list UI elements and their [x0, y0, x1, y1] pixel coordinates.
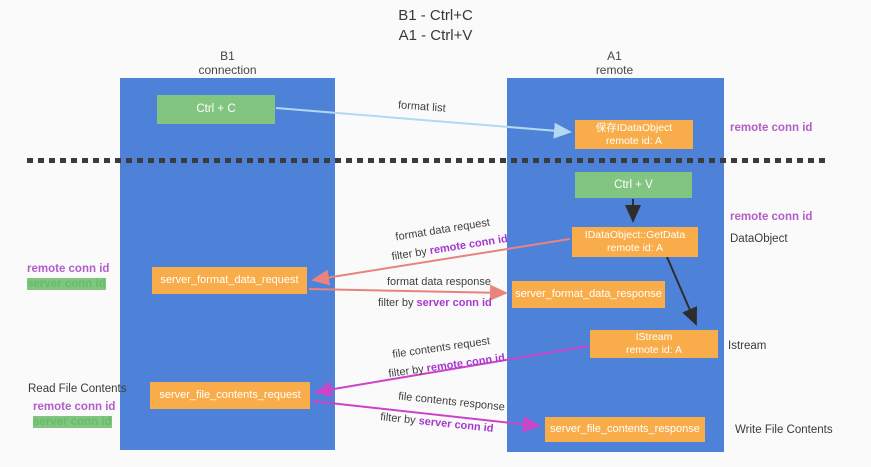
save-idataobject-line1: 保存IDataObject: [595, 121, 673, 134]
getdata-line2: remote id: A: [606, 242, 664, 254]
read-file-contents-label: Read File Contents: [28, 383, 127, 395]
remote-conn-id-highlight: remote conn id: [428, 232, 509, 258]
page-title-line2: A1 - Ctrl+V: [398, 27, 473, 44]
getdata-box: IDataObject::GetData remote id: A: [572, 227, 698, 257]
page-title-line1: B1 - Ctrl+C: [398, 7, 473, 24]
filter-by-server-conn-id-label-1: filter by server conn id: [378, 297, 492, 309]
lane-b1-role: connection: [198, 63, 257, 77]
format-list-label: format list: [397, 99, 447, 115]
filter-by-text: filter by: [379, 411, 417, 427]
server-format-data-request-box: server_format_data_request: [152, 267, 307, 294]
lane-b1-name: B1: [220, 49, 235, 63]
remote-conn-id-label-left-bottom: remote conn id: [33, 401, 116, 413]
istream-side-label: Istream: [728, 340, 767, 352]
filter-by-server-conn-id-label-2: filter by server conn id: [380, 411, 494, 435]
server-file-contents-response-box: server_file_contents_response: [545, 417, 705, 442]
remote-conn-id-label-right-top: remote conn id: [730, 122, 813, 134]
lane-a1-role: remote: [595, 63, 634, 77]
file-contents-response-label: file contents response: [397, 390, 506, 414]
ctrl-c-label: Ctrl + C: [196, 103, 236, 115]
server-file-contents-request-label: server_file_contents_request: [159, 389, 301, 401]
istream-line2: remote id: A: [625, 344, 683, 356]
remote-conn-id-label-right-mid: remote conn id: [730, 211, 813, 223]
ctrl-c-box: Ctrl + C: [157, 95, 275, 124]
remote-conn-id-label-left-top: remote conn id: [27, 263, 110, 275]
ctrl-v-label: Ctrl + V: [614, 178, 653, 191]
istream-box: IStream remote id: A: [590, 330, 718, 358]
getdata-line1: IDataObject::GetData: [584, 229, 686, 241]
remote-conn-id-highlight: remote conn id: [425, 351, 506, 375]
server-file-contents-request-box: server_file_contents_request: [150, 382, 310, 409]
save-idataobject-line2: remote id: A: [605, 134, 663, 147]
filter-by-text: filter by: [390, 245, 428, 264]
format-data-response-label: format data response: [387, 276, 491, 288]
server-format-data-response-box: server_format_data_response: [512, 281, 665, 308]
ctrl-v-box: Ctrl + V: [575, 172, 692, 198]
server-conn-id-highlight: server conn id: [418, 415, 495, 435]
filter-by-text: filter by: [387, 363, 425, 381]
server-conn-id-label-left-bottom: server conn id: [33, 416, 112, 428]
lane-header-a1: A1 remote: [507, 49, 722, 77]
server-format-data-response-label: server_format_data_response: [515, 288, 662, 300]
phase-divider-dashed-line: [27, 158, 830, 163]
dataobject-label: DataObject: [730, 233, 788, 245]
save-idataobject-box: 保存IDataObject remote id: A: [575, 120, 693, 149]
server-conn-id-highlight: server conn id: [416, 297, 492, 309]
filter-by-text: filter by: [378, 297, 414, 309]
format-data-response-arrow: [308, 284, 508, 301]
server-format-data-request-label: server_format_data_request: [160, 274, 299, 286]
lane-header-b1: B1 connection: [120, 49, 335, 77]
server-file-contents-response-label: server_file_contents_response: [550, 423, 700, 435]
write-file-contents-label: Write File Contents: [735, 424, 833, 436]
page-title: B1 - Ctrl+C A1 - Ctrl+V: [0, 6, 871, 46]
lane-a1-name: A1: [607, 49, 622, 63]
server-conn-id-label-left-top: server conn id: [27, 278, 106, 290]
istream-line1: IStream: [635, 331, 673, 343]
